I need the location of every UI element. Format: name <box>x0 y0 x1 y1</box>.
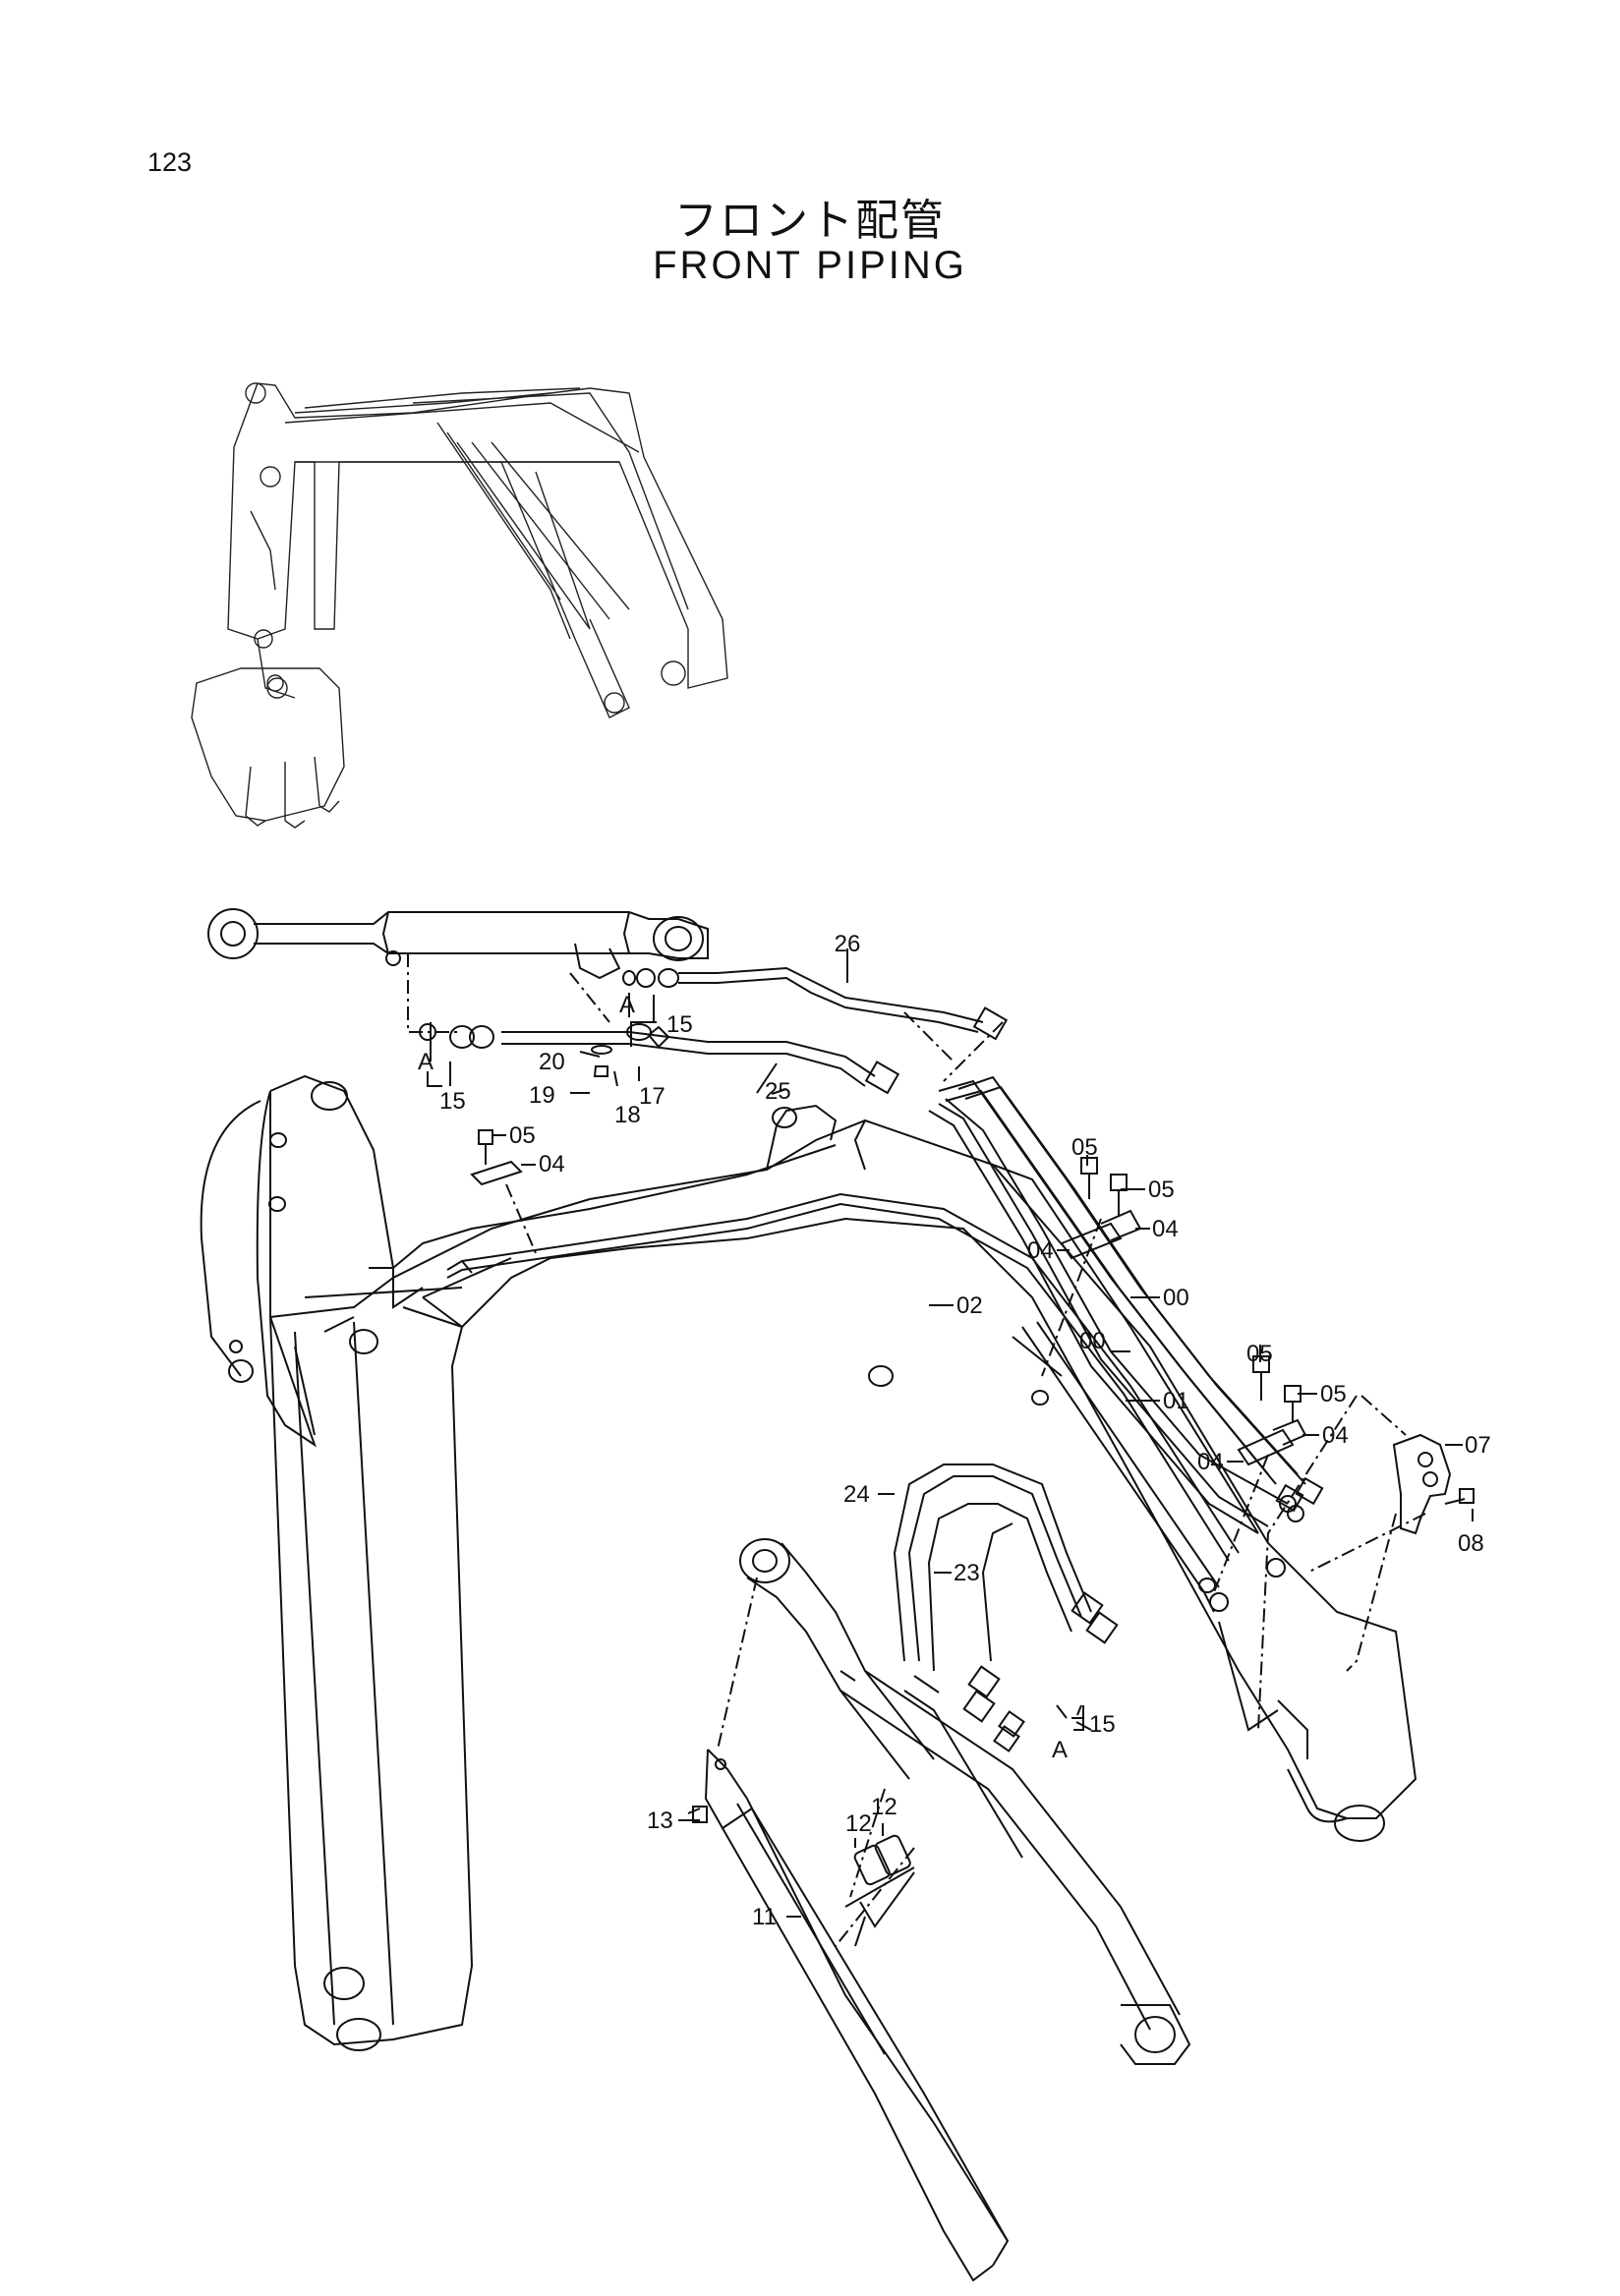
callout-23: 23 <box>954 1560 980 1586</box>
callout-00: 00 <box>1163 1285 1189 1311</box>
callout-04: 04 <box>539 1151 565 1177</box>
page-number: 123 <box>147 147 193 177</box>
clamps-and-bolts <box>470 1129 1307 1466</box>
callout-02: 02 <box>956 1292 983 1319</box>
callout-04: 04 <box>1322 1422 1349 1449</box>
callout-17: 17 <box>639 1083 665 1110</box>
callout-12: 12 <box>871 1794 897 1820</box>
callout-01: 01 <box>1163 1388 1189 1414</box>
callout-05: 05 <box>1320 1381 1347 1407</box>
callout-19: 19 <box>529 1082 555 1109</box>
callout-A: A <box>619 992 635 1018</box>
hose-23-24 <box>893 1464 1119 1752</box>
assembly-leader-lines <box>407 953 1426 1947</box>
callout-A: A <box>1052 1737 1068 1763</box>
callout-04: 04 <box>1197 1449 1224 1475</box>
overview-front-illustration <box>191 382 728 829</box>
title-english: FRONT PIPING <box>653 244 967 287</box>
boom-cylinder <box>739 1538 1191 2065</box>
boom-structure <box>200 1074 1418 2051</box>
pipe-00-pair <box>938 1075 1324 1513</box>
callout-15: 15 <box>439 1088 466 1115</box>
fittings-a <box>427 993 1092 1731</box>
pads-12 <box>844 1834 915 1947</box>
bracket-07 <box>1392 1433 1475 1535</box>
boom-pipe-02 <box>446 1192 1240 1562</box>
guard-11 <box>687 1749 1010 2282</box>
callout-24: 24 <box>843 1481 870 1508</box>
hose-25-26 <box>419 966 1009 1095</box>
callout-11: 11 <box>752 1904 777 1930</box>
callout-05: 05 <box>509 1122 536 1149</box>
boom-pipes-00-01 <box>928 1098 1304 1613</box>
callout-A: A <box>418 1049 434 1075</box>
callout-15: 15 <box>666 1011 693 1038</box>
callout-07: 07 <box>1465 1432 1491 1459</box>
callout-04: 04 <box>1027 1237 1054 1264</box>
callout-12: 12 <box>845 1810 872 1837</box>
callout-04: 04 <box>1152 1216 1179 1242</box>
callout-08: 08 <box>1458 1530 1484 1557</box>
callout-05: 05 <box>1246 1341 1273 1367</box>
callout-15: 15 <box>1089 1711 1116 1738</box>
callout-00: 00 <box>1079 1328 1106 1354</box>
title-japanese: フロント配管 <box>674 196 946 246</box>
callout-leaders <box>449 948 1474 1918</box>
callout-13: 13 <box>647 1808 673 1834</box>
callout-05: 05 <box>1071 1134 1098 1161</box>
callout-25: 25 <box>765 1078 791 1105</box>
callout-20: 20 <box>539 1049 565 1075</box>
callout-05: 05 <box>1148 1177 1175 1203</box>
part-number-callouts: 26 A 15 A 15 20 19 18 17 25 05 04 05 05 … <box>418 931 1491 1930</box>
callout-18: 18 <box>614 1102 641 1128</box>
callout-26: 26 <box>835 931 861 957</box>
arm-cylinder <box>207 908 709 980</box>
